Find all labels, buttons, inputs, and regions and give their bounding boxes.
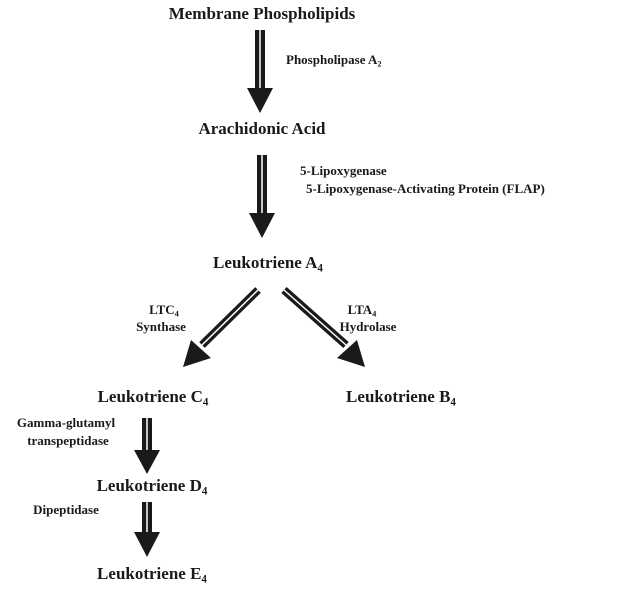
label-dipeptidase-text: Dipeptidase <box>33 502 99 517</box>
node-leukotriene-b4: Leukotriene B4 <box>346 387 456 409</box>
label-lta4-hydrolase-line1: LTA4 <box>347 302 377 319</box>
node-arachidonic-acid-text: Arachidonic Acid <box>198 119 326 138</box>
label-hydrolase-text: Hydrolase <box>339 319 397 334</box>
label-synthase-text: Synthase <box>136 319 186 334</box>
label-phospholipase-a2: Phospholipase A2 <box>286 52 382 69</box>
arrow-membrane-to-arachidonic <box>247 30 273 113</box>
node-leukotriene-a4-subscript: 4 <box>317 262 323 275</box>
label-5-lipoxygenase: 5-Lipoxygenase <box>300 163 387 178</box>
node-leukotriene-b4-text: Leukotriene B <box>346 387 451 406</box>
label-phospholipase-subscript: 2 <box>377 58 382 69</box>
arrow-ltc4-to-ltd4 <box>134 418 160 474</box>
node-leukotriene-d4: Leukotriene D4 <box>96 476 208 498</box>
label-ltc4-synthase-line1: LTC4 <box>149 302 179 319</box>
arrow-lta4-to-ltb4 <box>281 287 365 367</box>
label-lta4-text: LTA <box>347 302 373 317</box>
node-arachidonic-acid: Arachidonic Acid <box>198 119 326 139</box>
label-gamma-glutamyl-text: Gamma-glutamyl <box>16 415 116 430</box>
arrow-arachidonic-to-lta4 <box>249 155 275 238</box>
arrow-ltd4-to-lte4 <box>134 502 160 557</box>
label-dipeptidase: Dipeptidase <box>33 502 99 517</box>
label-ltc4-subscript: 4 <box>174 308 179 319</box>
label-flap-text: 5-Lipoxygenase-Activating Protein (FLAP) <box>306 181 545 196</box>
node-leukotriene-e4-subscript: 4 <box>201 573 207 586</box>
node-leukotriene-e4-text: Leukotriene E <box>97 564 202 583</box>
label-lta4-subscript: 4 <box>372 308 377 319</box>
node-leukotriene-c4-subscript: 4 <box>202 396 209 409</box>
label-transpeptidase: transpeptidase <box>27 433 109 448</box>
label-5-lipoxygenase-text: 5-Lipoxygenase <box>300 163 387 178</box>
arrow-lta4-to-ltc4 <box>183 287 261 367</box>
node-leukotriene-c4: Leukotriene C4 <box>97 387 209 409</box>
node-leukotriene-d4-text: Leukotriene D <box>96 476 202 495</box>
node-membrane-phospholipids: Membrane Phospholipids <box>168 4 356 24</box>
node-leukotriene-d4-subscript: 4 <box>201 485 208 498</box>
label-transpeptidase-text: transpeptidase <box>27 433 109 448</box>
label-gamma-glutamyl: Gamma-glutamyl <box>16 415 116 430</box>
node-leukotriene-c4-text: Leukotriene C <box>97 387 203 406</box>
node-leukotriene-a4: Leukotriene A4 <box>213 253 323 275</box>
label-phospholipase-text: Phospholipase A <box>286 52 378 67</box>
label-ltc4-text: LTC <box>149 302 175 317</box>
node-leukotriene-e4: Leukotriene E4 <box>97 564 207 586</box>
label-flap: 5-Lipoxygenase-Activating Protein (FLAP) <box>306 181 545 196</box>
node-leukotriene-b4-subscript: 4 <box>450 396 456 409</box>
label-ltc4-synthase-line2: Synthase <box>136 319 186 334</box>
label-lta4-hydrolase-line2: Hydrolase <box>339 319 397 334</box>
node-leukotriene-a4-text: Leukotriene A <box>213 253 318 272</box>
node-membrane-phospholipids-text: Membrane Phospholipids <box>168 4 356 23</box>
